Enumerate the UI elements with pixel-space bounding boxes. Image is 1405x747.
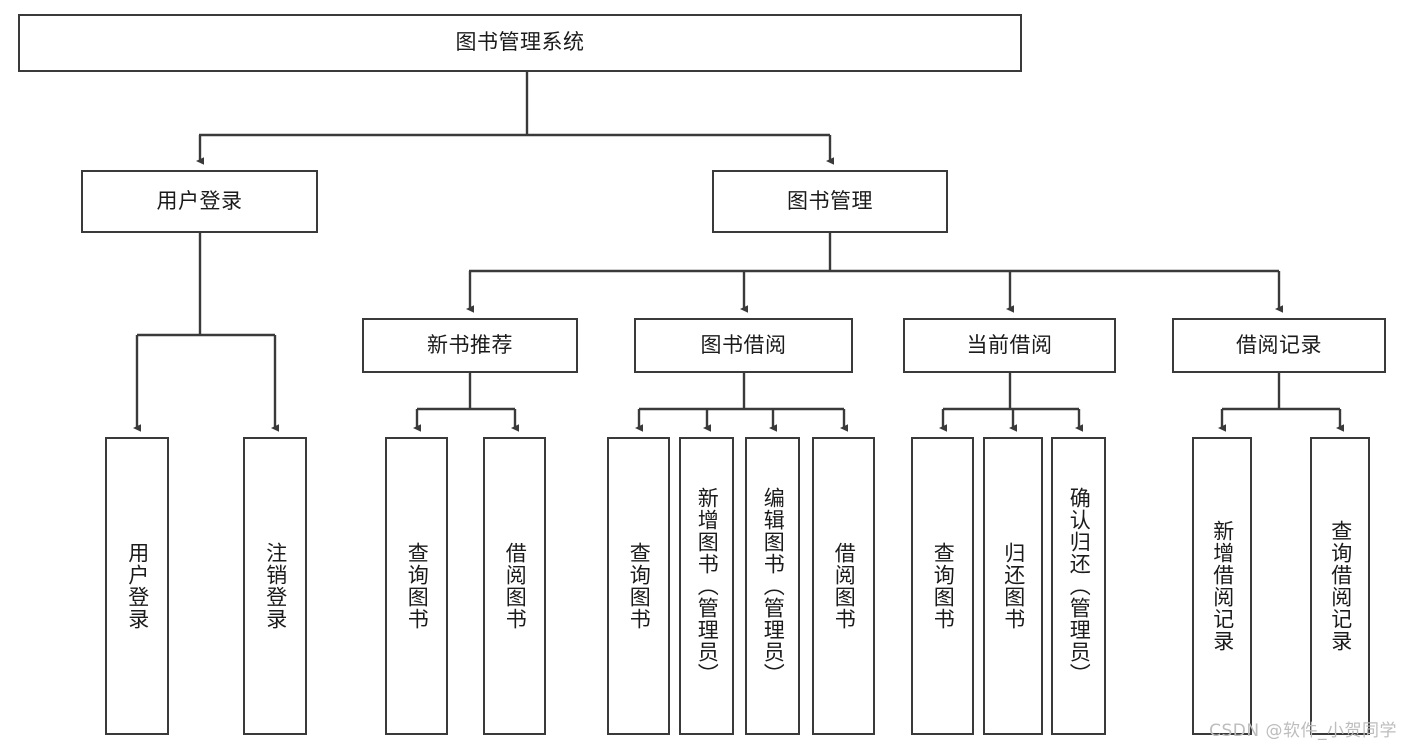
node-leaf-confirm-return-admin[interactable]: 确认归还（管理员） <box>1051 437 1106 735</box>
node-label: 借阅图书 <box>832 542 857 630</box>
node-label: 用户登录 <box>156 188 243 213</box>
node-label: 用户登录 <box>125 542 150 630</box>
node-leaf-query-book-borrow[interactable]: 查询图书 <box>607 437 670 735</box>
node-borrow-record[interactable]: 借阅记录 <box>1172 318 1386 373</box>
node-label: 图书管理 <box>787 188 873 213</box>
node-root[interactable]: 图书管理系统 <box>18 14 1022 72</box>
node-label: 确认归还（管理员） <box>1067 487 1092 685</box>
node-label: 归还图书 <box>1001 542 1026 630</box>
node-label: 借阅图书 <box>503 542 528 630</box>
node-label: 查询图书 <box>405 542 430 630</box>
node-label: 查询借阅记录 <box>1328 520 1353 652</box>
node-leaf-add-borrow-record[interactable]: 新增借阅记录 <box>1192 437 1252 735</box>
node-leaf-edit-book-admin[interactable]: 编辑图书（管理员） <box>745 437 800 735</box>
node-leaf-logout[interactable]: 注销登录 <box>243 437 307 735</box>
node-leaf-user-login[interactable]: 用户登录 <box>105 437 169 735</box>
node-leaf-borrow-book[interactable]: 借阅图书 <box>812 437 875 735</box>
node-label: 编辑图书（管理员） <box>761 487 786 685</box>
node-book-borrow[interactable]: 图书借阅 <box>634 318 853 373</box>
node-book-manage[interactable]: 图书管理 <box>712 170 948 233</box>
node-leaf-query-borrow-record[interactable]: 查询借阅记录 <box>1310 437 1370 735</box>
node-label: 注销登录 <box>263 542 288 630</box>
node-label: 新书推荐 <box>427 332 513 357</box>
node-user-login[interactable]: 用户登录 <box>81 170 318 233</box>
node-label: 新增图书（管理员） <box>695 487 720 685</box>
node-label: 查询图书 <box>931 542 956 630</box>
node-leaf-return-book[interactable]: 归还图书 <box>983 437 1043 735</box>
watermark-label: CSDN @软件_小贺同学 <box>1209 721 1397 741</box>
node-leaf-borrow-book-new[interactable]: 借阅图书 <box>483 437 546 735</box>
node-label: 图书借阅 <box>700 332 787 357</box>
node-label: 借阅记录 <box>1236 332 1322 357</box>
node-label: 图书管理系统 <box>455 30 585 55</box>
node-current-borrow[interactable]: 当前借阅 <box>903 318 1116 373</box>
node-label: 新增借阅记录 <box>1210 520 1235 652</box>
node-new-book-recommend[interactable]: 新书推荐 <box>362 318 578 373</box>
node-leaf-query-book-current[interactable]: 查询图书 <box>911 437 974 735</box>
node-leaf-add-book-admin[interactable]: 新增图书（管理员） <box>679 437 734 735</box>
node-leaf-query-book-new[interactable]: 查询图书 <box>385 437 448 735</box>
node-label: 查询图书 <box>627 542 652 630</box>
node-label: 当前借阅 <box>966 332 1053 357</box>
